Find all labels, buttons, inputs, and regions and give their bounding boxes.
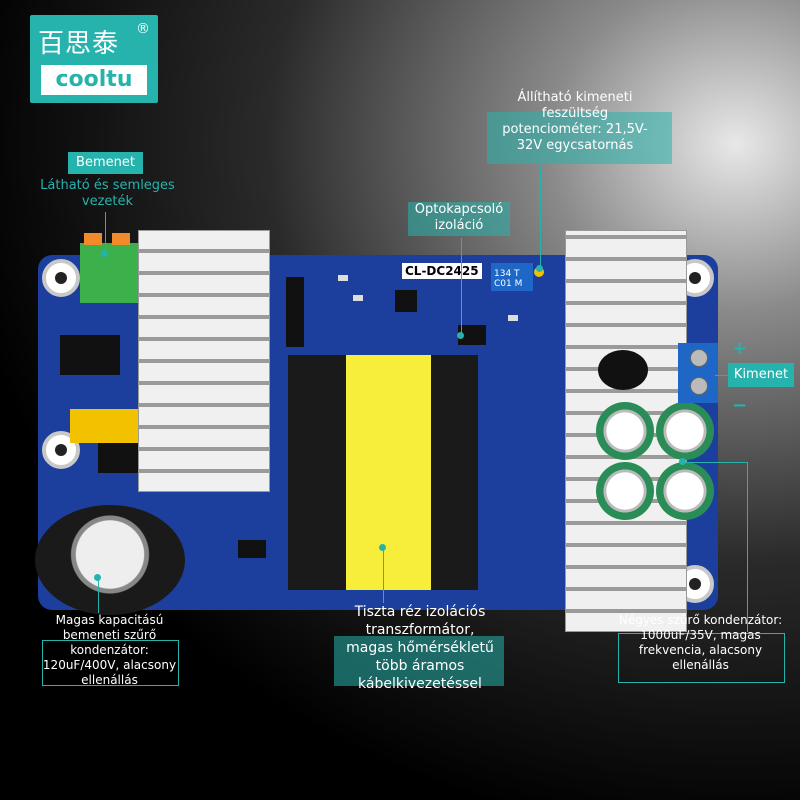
ic-chip: [395, 290, 417, 312]
output-inductor: [598, 350, 648, 390]
callout-dot: [536, 265, 543, 272]
callout-dot: [94, 574, 101, 581]
left-heatsink: [138, 230, 270, 492]
callout-dot: [379, 544, 386, 551]
opto-label: Optokapcsoló izoláció: [408, 202, 510, 236]
callout-line: [715, 375, 728, 376]
brand-chinese-name: 百思泰: [38, 29, 120, 59]
terminal-screw: [690, 349, 708, 367]
callout-line: [747, 462, 748, 632]
mounting-hole: [42, 259, 80, 297]
input-desc-label: Látható és semleges vezeték: [40, 178, 175, 209]
filter-capacitor: [656, 462, 714, 520]
filter-capacitor: [656, 402, 714, 460]
potentiometer: 134 T C01 M: [491, 263, 533, 291]
diode: [238, 540, 266, 558]
input-title-label: Bemenet: [68, 152, 143, 174]
pot-marking: 134 T C01 M: [494, 269, 523, 289]
callout-dot: [457, 332, 464, 339]
transformer-box: [334, 636, 504, 686]
transformer-label: Tiszta réz izolációs transzformátor, mag…: [346, 604, 494, 692]
brand-logo: 百思泰 ® cooltu: [30, 15, 158, 103]
smd-component: [353, 295, 363, 301]
output-title-label: Kimenet: [728, 363, 794, 387]
callout-line: [683, 462, 747, 463]
callout-line: [98, 578, 99, 613]
callout-line: [540, 166, 541, 266]
resistor-array: [286, 277, 304, 347]
filter-capacitor: [596, 402, 654, 460]
callout-dot: [679, 458, 686, 465]
smd-component: [508, 315, 518, 321]
optocoupler-chip: [458, 325, 486, 345]
callout-line: [383, 548, 384, 603]
terminal-lever: [84, 233, 102, 245]
fuse: [70, 409, 148, 443]
callout-line: [461, 238, 462, 333]
terminal-screw: [690, 377, 708, 395]
terminal-lever: [112, 233, 130, 245]
pot-label-box: [487, 112, 672, 164]
output-plus-sign: +: [732, 338, 748, 359]
transformer-coil: [346, 355, 431, 590]
filter-cap-label: Négyes szűrő kondenzátor: 1000uF/35V, ma…: [618, 613, 783, 672]
filter-cap-box: [618, 633, 785, 683]
registered-mark: ®: [136, 21, 150, 37]
pot-label: Állítható kimeneti feszültség potenciomé…: [502, 90, 648, 153]
model-label: CL-DC2425: [402, 263, 482, 279]
input-cap-label: Magas kapacitású bemeneti szűrő kondenzá…: [42, 613, 177, 687]
smd-component: [338, 275, 348, 281]
input-terminal: [80, 243, 138, 303]
potentiometer-knob: [534, 267, 544, 277]
brand-latin-name: cooltu: [41, 65, 147, 95]
callout-line: [105, 212, 106, 252]
filter-capacitor: [596, 462, 654, 520]
input-capacitor: [35, 505, 185, 615]
choke: [60, 335, 120, 375]
callout-dot: [101, 250, 108, 257]
output-minus-sign: −: [732, 395, 748, 416]
input-cap-box: [42, 640, 179, 686]
